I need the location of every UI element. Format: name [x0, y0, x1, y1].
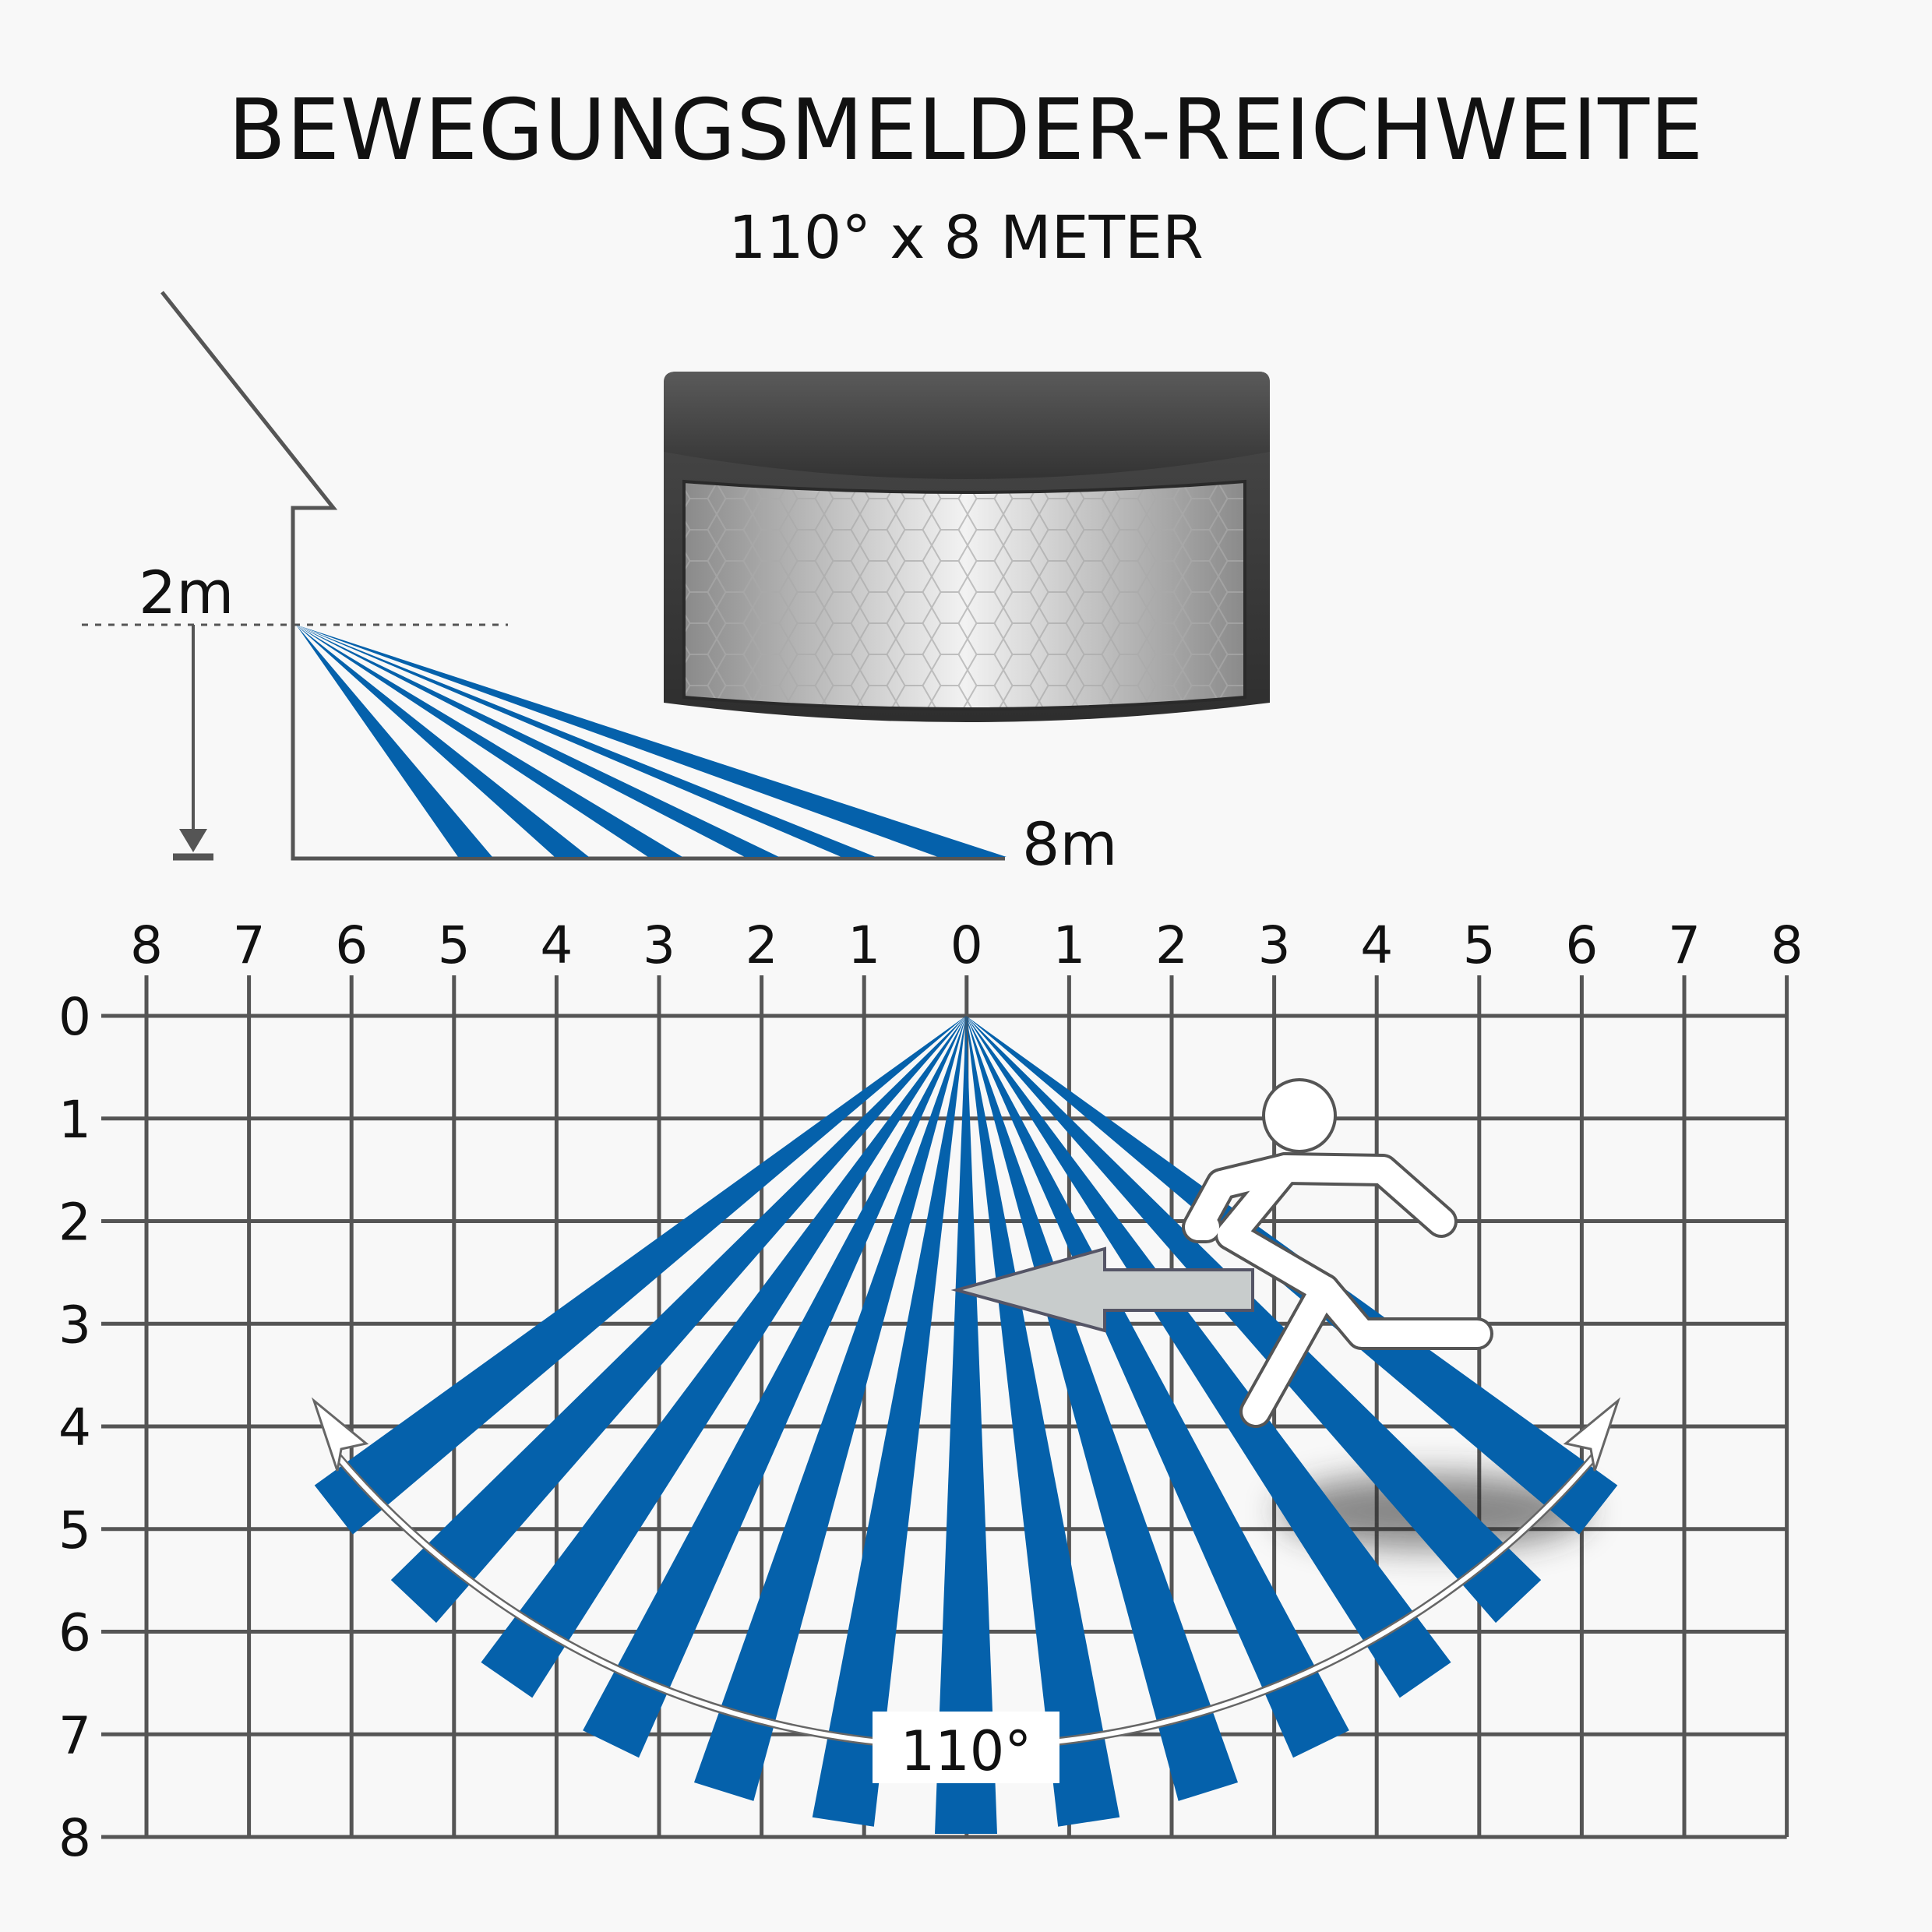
grid-y-label: 1 — [58, 1090, 91, 1150]
detection-beam — [966, 1016, 1451, 1698]
detection-beam — [693, 1016, 966, 1801]
grid-x-label: 5 — [1463, 915, 1496, 975]
top-view: 8 7 6 5 4 3 2 1 0 1 2 3 4 5 6 7 8 0 1 2 3 4 5 6 7 8 110° — [58, 915, 1803, 1868]
running-person-icon — [1182, 1078, 1493, 1428]
height-arrow-head-icon — [179, 829, 207, 852]
detection-beam — [966, 1016, 1239, 1801]
angle-label-box — [873, 1712, 1059, 1783]
detection-beam — [966, 1016, 1120, 1827]
grid-y-label: 5 — [58, 1500, 91, 1560]
grid-y-labels: 0 1 2 3 4 5 6 7 8 — [58, 987, 91, 1868]
house-outline — [160, 291, 1005, 861]
grid-x-label: 8 — [130, 915, 163, 975]
detection-beam — [966, 1016, 1349, 1758]
side-view-beam — [296, 625, 1007, 857]
range-label: 8m — [1022, 809, 1117, 879]
detection-beam — [935, 1016, 997, 1834]
angle-label: 110° — [901, 1719, 1032, 1783]
arc-arrow-right-icon — [1563, 1397, 1621, 1472]
grid-y-label: 7 — [58, 1705, 91, 1765]
grid-x-label: 4 — [1360, 915, 1393, 975]
detection-beam — [966, 1016, 1542, 1624]
arc-arrow-left-icon — [311, 1397, 369, 1472]
grid-x-label: 6 — [335, 915, 368, 975]
detection-beam — [390, 1016, 966, 1624]
grid-x-label: 0 — [950, 915, 983, 975]
detection-beam — [583, 1016, 966, 1758]
side-view-beam — [296, 625, 876, 857]
side-view-beams — [296, 625, 1007, 857]
side-view-beam — [296, 625, 492, 857]
grid-x-label: 7 — [1668, 915, 1701, 975]
grid-x-label: 3 — [1258, 915, 1291, 975]
grid-x-label: 4 — [540, 915, 573, 975]
sensor-cap — [664, 372, 1270, 479]
motion-sensor-device — [664, 372, 1270, 722]
detection-angle-arc: 110° — [311, 1397, 1621, 1783]
grid-x-label: 3 — [643, 915, 675, 975]
sensor-lens-rim — [682, 479, 1246, 710]
grid-x-label: 8 — [1771, 915, 1803, 975]
grid-y-label: 6 — [58, 1603, 91, 1663]
side-view-beam — [296, 625, 589, 857]
sensor-lens-pattern — [684, 481, 1245, 709]
grid-x-label: 1 — [1052, 915, 1085, 975]
detection-beam — [481, 1016, 966, 1698]
left-arrow-icon — [950, 1246, 1254, 1333]
grid-x-label: 2 — [1155, 915, 1188, 975]
side-view-beam — [296, 625, 779, 857]
page-title: BEWEGUNGSMELDER-REICHWEITE — [227, 82, 1705, 179]
grid-y-label: 4 — [58, 1398, 91, 1458]
detection-beam — [812, 1016, 966, 1827]
side-view-beam — [296, 625, 682, 857]
grid-y-label: 0 — [58, 987, 91, 1047]
detection-fan-beams — [314, 1016, 1618, 1834]
height-label: 2m — [139, 558, 234, 627]
grid-x-label: 1 — [848, 915, 880, 975]
side-view: 2m 8m — [82, 291, 1117, 879]
grid-y-label: 2 — [58, 1193, 91, 1253]
grid-y-label: 8 — [58, 1808, 91, 1868]
page-subtitle: 110° x 8 METER — [728, 203, 1204, 272]
grid-y-label: 3 — [58, 1295, 91, 1355]
grid-x-labels: 8 7 6 5 4 3 2 1 0 1 2 3 4 5 6 7 8 — [130, 915, 1803, 975]
grid-x-label: 2 — [746, 915, 778, 975]
grid-x-label: 7 — [233, 915, 266, 975]
grid-x-label: 5 — [438, 915, 471, 975]
detection-beam — [314, 1016, 966, 1535]
grid-x-label: 6 — [1565, 915, 1598, 975]
